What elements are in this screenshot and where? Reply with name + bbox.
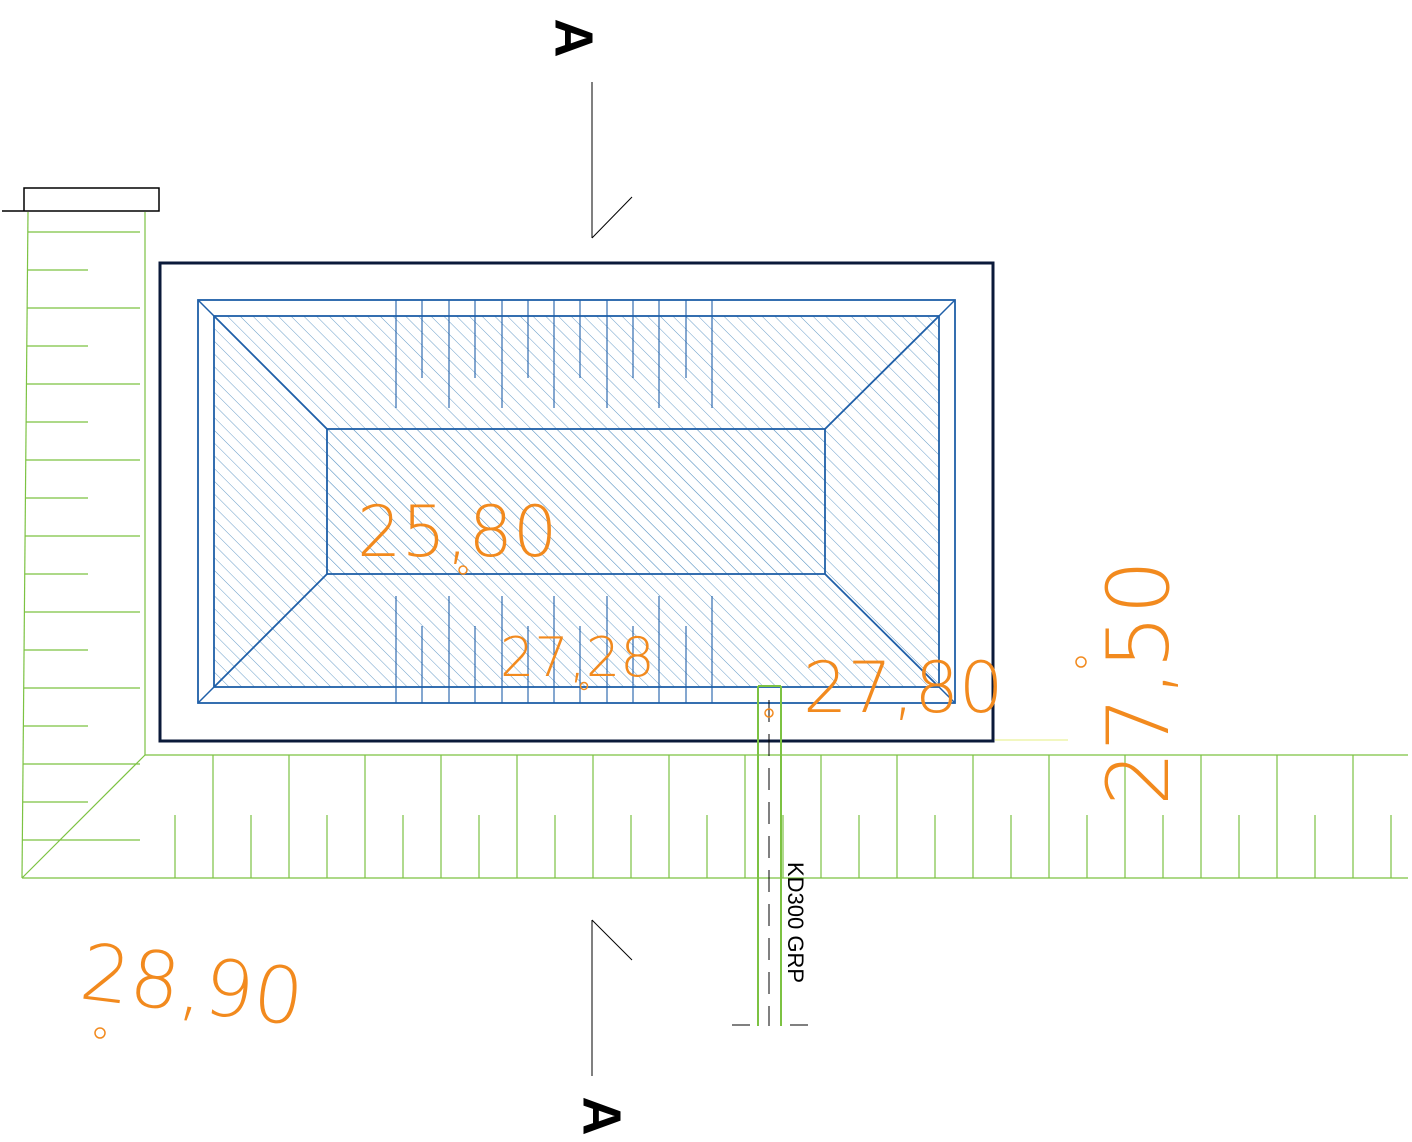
elevation-right-ground: 27,50 <box>1089 560 1189 806</box>
elevation-labels: 25,80 27,28 27,80 27,50 28,90 <box>76 491 1189 1044</box>
wall-cap <box>2 187 160 212</box>
section-label-top: A <box>544 19 604 58</box>
bottom-embankment <box>21 739 1408 879</box>
section-label-bottom: A <box>572 1097 632 1136</box>
section-marker-top: A <box>544 19 633 239</box>
elevation-pond-bottom: 25,80 <box>357 491 557 573</box>
pipe-label: KD300 GRP <box>783 862 808 983</box>
outlet-pipe: KD300 GRP <box>732 685 808 1026</box>
left-embankment <box>21 211 146 879</box>
pond-basin <box>197 299 956 704</box>
elevation-left-ground: 28,90 <box>76 928 309 1045</box>
elevation-inner-bank: 27,28 <box>500 626 655 689</box>
elevation-pond-rim: 27,80 <box>803 647 1003 729</box>
section-marker-bottom: A <box>572 919 633 1136</box>
